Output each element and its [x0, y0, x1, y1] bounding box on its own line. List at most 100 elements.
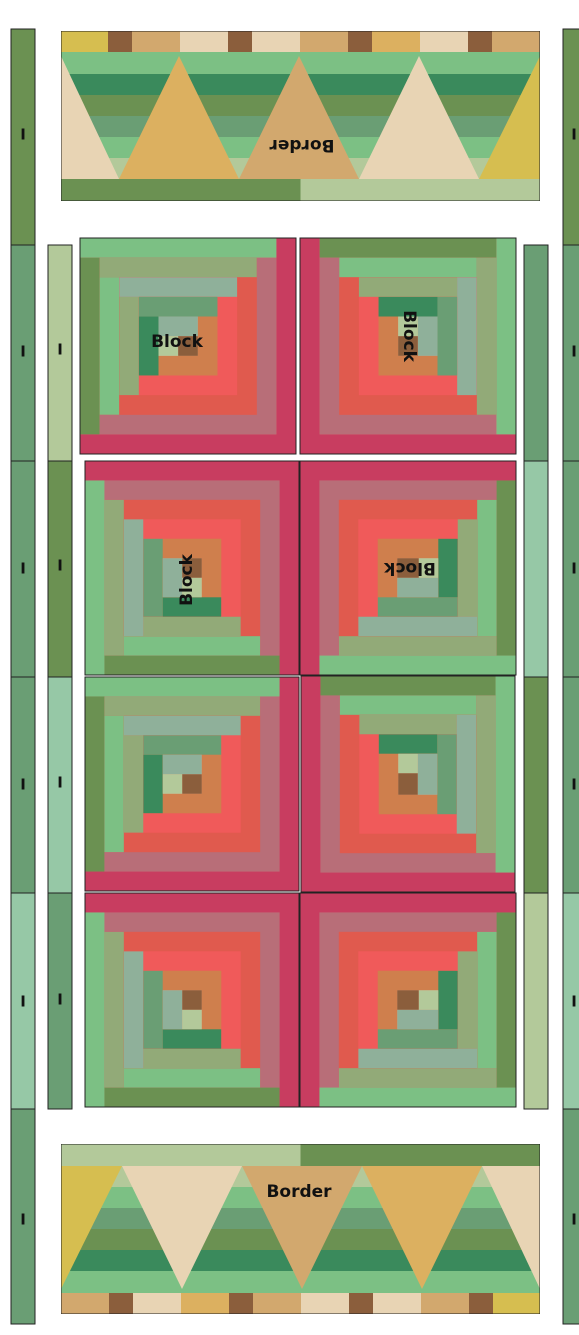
block-log [359, 715, 456, 734]
block-log [457, 277, 477, 395]
block-log [437, 734, 456, 814]
block-centre [182, 990, 201, 1009]
block-log [80, 258, 100, 435]
block-label-1: Block [151, 332, 204, 352]
border-art [61, 1144, 541, 1314]
block-log [497, 912, 516, 1087]
block-log [85, 696, 104, 871]
block-log [457, 715, 476, 834]
block-log [85, 677, 280, 696]
strip-label-inner-3: I [57, 774, 63, 792]
block-log [104, 696, 260, 715]
block-log [477, 258, 497, 415]
strip-label-left-6: I [20, 1211, 26, 1229]
block-log [339, 258, 476, 278]
block-log [85, 480, 104, 675]
block-log [477, 500, 496, 636]
block-log [398, 754, 417, 773]
block-log [104, 932, 123, 1088]
block-log [458, 951, 477, 1048]
block-log [319, 656, 516, 675]
border-band [61, 179, 301, 201]
block-log [378, 597, 458, 616]
block-log [339, 636, 497, 655]
strip-label-inner-2: I [57, 557, 63, 575]
block-centre [182, 774, 201, 793]
block-log [163, 1029, 221, 1048]
block-label-4: Block [383, 558, 436, 578]
block-log [496, 676, 515, 873]
block-log [139, 297, 218, 317]
strip-label-right-5: I [571, 993, 577, 1011]
block-log [104, 500, 123, 656]
top-border: Border [60, 31, 540, 201]
block-log [100, 258, 257, 278]
strip-label-right-4: I [571, 776, 577, 794]
block-log [358, 617, 477, 636]
block-log [397, 578, 438, 597]
block-log [143, 971, 162, 1049]
block-log [80, 238, 276, 258]
block-label-2: Block [399, 310, 419, 363]
top-border-label: Border [269, 135, 335, 155]
strip-label-right-1: I [571, 126, 577, 144]
block-log [119, 297, 139, 395]
block-log [163, 755, 202, 774]
block-log [477, 932, 496, 1068]
block-log [340, 695, 476, 714]
block-log [119, 277, 237, 297]
strip-label-left-1: I [20, 126, 26, 144]
border-band [301, 179, 541, 201]
block-log [418, 754, 437, 795]
block-log [379, 734, 437, 753]
block-log [476, 695, 495, 853]
strip-label-left-3: I [20, 560, 26, 578]
strip-label-right-3: I [571, 560, 577, 578]
log-cabin-block [300, 893, 516, 1107]
block-log [437, 297, 457, 376]
block-log [124, 519, 143, 636]
block-log [339, 1068, 497, 1087]
block-log [124, 1068, 260, 1087]
bottom-border-label: Border [266, 1182, 332, 1202]
bottom-border: Border [61, 1144, 541, 1314]
block-log [320, 676, 495, 695]
inner-right-strip [524, 677, 548, 893]
block-log [319, 1088, 516, 1107]
block-log [124, 735, 143, 832]
border-band [301, 1144, 541, 1166]
inner-right-strip [524, 245, 548, 461]
border-art [60, 31, 540, 201]
block-log [320, 238, 497, 258]
block-log [124, 716, 241, 735]
block-log [85, 912, 104, 1107]
block-label-3: Block [177, 553, 197, 606]
block-log [143, 735, 221, 754]
inner-right-strip [524, 893, 548, 1109]
strip-label-inner-4: I [57, 991, 63, 1009]
block-log [419, 990, 438, 1009]
strip-label-left-2: I [20, 343, 26, 361]
block-log [143, 617, 240, 636]
block-log [438, 971, 457, 1029]
block-log [124, 951, 143, 1068]
block-log [358, 1049, 477, 1068]
log-cabin-block [85, 677, 299, 891]
block-centre [398, 773, 417, 794]
block-log [104, 1088, 279, 1107]
block-log [359, 277, 457, 297]
block-log [124, 636, 260, 655]
log-cabin-block [301, 676, 515, 892]
log-cabin-block [85, 893, 299, 1107]
block-log [163, 990, 182, 1029]
block-log [104, 716, 123, 852]
block-centre [397, 990, 418, 1009]
strip-label-left-4: I [20, 776, 26, 794]
block-log [143, 755, 162, 813]
block-log [496, 238, 516, 434]
strip-label-right-6: I [571, 1211, 577, 1229]
border-band [61, 1144, 301, 1166]
strip-label-right-2: I [571, 343, 577, 361]
log-cabin-blocks [80, 238, 516, 1107]
